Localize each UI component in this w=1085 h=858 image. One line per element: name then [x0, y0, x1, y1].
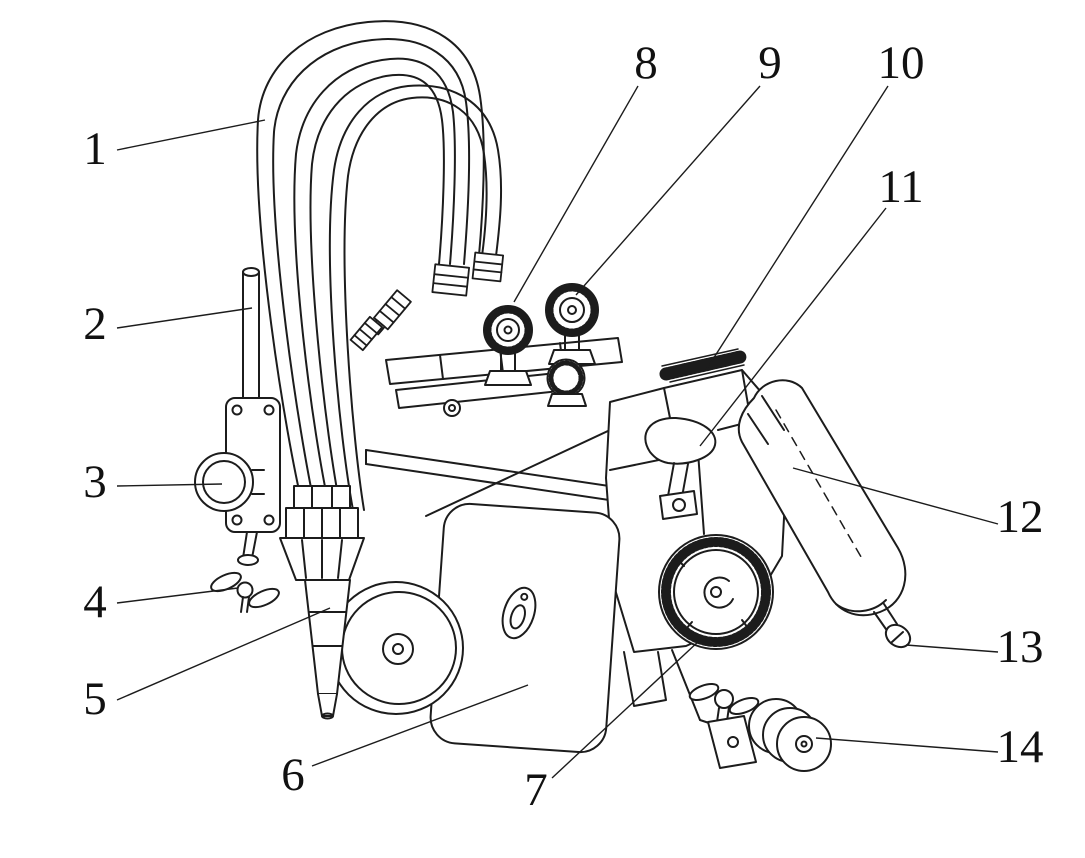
speed-dial: [658, 534, 774, 650]
callout-14: 14: [815, 721, 1044, 773]
valve-knob-left: [483, 305, 533, 386]
leader-line: [116, 119, 266, 151]
leader-line: [792, 467, 999, 525]
callout-3: 3: [83, 456, 223, 508]
height-adjust-rod: [242, 267, 260, 401]
callout-label: 4: [83, 576, 107, 628]
leader-line: [815, 737, 999, 753]
callout-label: 10: [878, 37, 925, 89]
callout-5: 5: [83, 607, 331, 725]
leader-line: [116, 307, 253, 329]
callout-label: 12: [997, 491, 1044, 543]
hose-bundle: [256, 20, 503, 513]
callout-1: 1: [83, 119, 266, 175]
callout-label: 7: [524, 764, 548, 816]
callout-label: 5: [83, 673, 107, 725]
leader-line: [905, 644, 999, 653]
callout-label: 11: [878, 161, 923, 213]
roller-assembly: [671, 649, 832, 772]
leader-line: [699, 207, 887, 447]
callout-13: 13: [905, 621, 1044, 673]
pistol-grip: [737, 379, 912, 649]
callout-8: 8: [513, 37, 658, 303]
grip-end-knob: [873, 603, 912, 649]
clutch-lever: [644, 416, 717, 520]
callout-9: 9: [575, 37, 782, 296]
callout-6: 6: [281, 684, 529, 801]
knurled-rack: [659, 348, 747, 383]
callout-2: 2: [83, 298, 253, 350]
callout-label: 1: [83, 123, 107, 175]
callout-label: 9: [758, 37, 782, 89]
callout-10: 10: [705, 37, 925, 371]
callout-label: 14: [997, 721, 1044, 773]
clamp-knob: [194, 452, 254, 512]
callout-label: 2: [83, 298, 107, 350]
wing-screw: [210, 531, 280, 613]
callout-4: 4: [83, 576, 239, 628]
callout-label: 13: [997, 621, 1044, 673]
torch-nozzle: [304, 579, 351, 720]
leader-line: [311, 684, 529, 767]
barb-fitting: [349, 315, 384, 352]
leader-line: [705, 85, 889, 371]
wing-bolt: [688, 683, 760, 723]
callout-11: 11: [699, 161, 924, 447]
leader-line: [575, 85, 761, 296]
callout-7: 7: [524, 639, 701, 816]
callout-label: 6: [281, 749, 305, 801]
valve-knob-lower: [546, 358, 587, 407]
callout-12: 12: [792, 467, 1044, 543]
leader-line: [551, 639, 701, 779]
leader-line: [116, 483, 223, 487]
guide-wheel: [328, 581, 464, 715]
callout-label: 8: [634, 37, 658, 89]
callout-label: 3: [83, 456, 107, 508]
leader-line: [116, 587, 239, 604]
leader-line: [513, 85, 639, 303]
machine-drawing: [194, 20, 912, 772]
valve-knob-right: [545, 283, 599, 365]
oval-handle: [501, 586, 537, 640]
clamp-block: [194, 397, 281, 613]
hose-fittings: [349, 251, 505, 352]
leader-line: [116, 607, 331, 701]
torch-mixer-block: [279, 485, 365, 581]
